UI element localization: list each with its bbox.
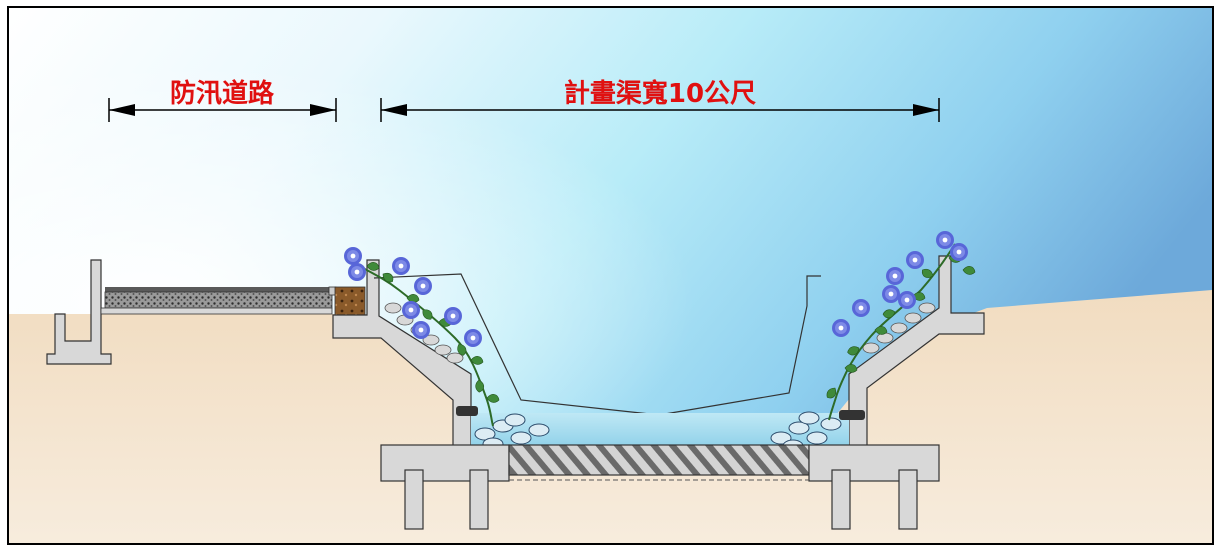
existing-channel-outline — [373, 273, 821, 416]
left-morning-glory-vine — [344, 247, 500, 427]
foundation-slab-left — [380, 444, 510, 482]
foundation-piles — [404, 469, 918, 530]
foundation-slab-right — [808, 444, 940, 482]
road-pavement — [105, 287, 332, 292]
planter-soil-left — [334, 286, 366, 316]
right-morning-glory-vine — [824, 231, 976, 421]
road-side-ditch — [46, 259, 112, 365]
channel-bed-hatched — [508, 444, 810, 476]
channel-dimension-line — [380, 98, 940, 122]
road-dimension-line — [108, 98, 337, 122]
channel-width-label: 計畫渠寬10公尺 — [564, 78, 756, 109]
channel-water — [471, 413, 849, 448]
road-width-label: 防汛道路 — [170, 78, 275, 109]
channel-cross-section-diagram: 防汛道路 計畫渠寬10公尺 — [7, 6, 1214, 545]
